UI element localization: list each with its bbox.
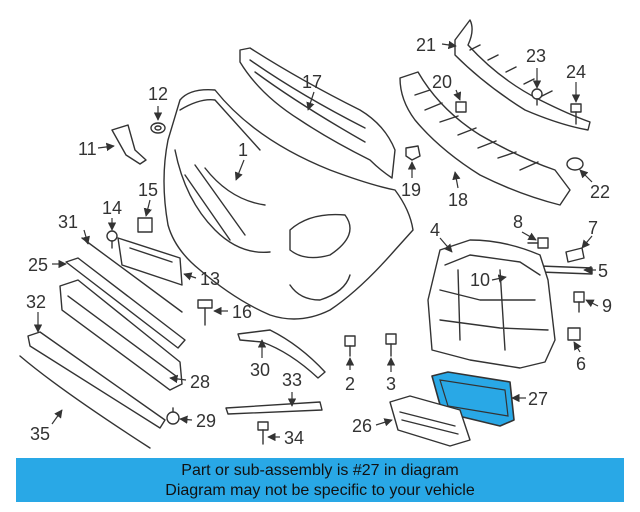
callout-4: 4: [430, 220, 440, 240]
callout-13: 13: [200, 269, 220, 289]
callout-12: 12: [148, 84, 168, 104]
callout-33: 33: [282, 370, 302, 390]
callout-28: 28: [190, 372, 210, 392]
part-31-strip: [81, 237, 183, 313]
part-2-bolt: [344, 335, 356, 357]
callout-24: 24: [566, 62, 586, 82]
leader-lines: [33, 40, 599, 442]
callout-5: 5: [598, 261, 608, 281]
part-4-bracket-assembly: [427, 239, 556, 369]
callout-2: 2: [345, 374, 355, 394]
callout-35: 35: [30, 424, 50, 444]
callout-7: 7: [588, 218, 598, 238]
callout-20: 20: [432, 72, 452, 92]
callout-16: 16: [232, 302, 252, 322]
part-28-lower-grille: [59, 279, 183, 391]
callout-1: 1: [238, 140, 248, 160]
part-16-pushpin: [197, 299, 213, 326]
callout-21: 21: [416, 35, 436, 55]
callout-17: 17: [302, 72, 322, 92]
part-26-grille: [389, 395, 471, 447]
callout-15: 15: [138, 180, 158, 200]
part-1-bumper-cover: [163, 89, 414, 320]
callout-8: 8: [513, 212, 523, 232]
banner-line-1: Part or sub-assembly is #27 in diagram: [181, 462, 459, 479]
part-34-stud: [257, 421, 269, 445]
parts-diagram: 1 2 3 4 5 6 7 8 9 10 11 12 13 14 15 16 1…: [19, 19, 612, 449]
part-24-bolt: [570, 103, 582, 125]
part-33-trim: [225, 401, 323, 415]
callout-11: 11: [78, 139, 97, 159]
part-15-plate: [137, 217, 153, 233]
part-25-grille-strip: [65, 257, 186, 349]
part-6-nut: [567, 327, 581, 341]
part-8-bolt: [527, 237, 549, 249]
callout-23: 23: [526, 46, 546, 66]
part-17-upper-bar: [239, 47, 396, 179]
callout-labels: 1 2 3 4 5 6 7 8 9 10 11 12 13 14 15 16 1…: [26, 35, 612, 448]
part-9-bolt: [573, 291, 585, 313]
callout-14: 14: [102, 198, 122, 218]
callout-18: 18: [448, 190, 468, 210]
part-14-screw: [106, 230, 118, 249]
part-29-clip: [166, 407, 180, 425]
part-20-nut: [455, 101, 467, 113]
part-19-clip: [405, 145, 421, 161]
part-22-clip: [566, 157, 584, 171]
part-30-trim: [237, 329, 326, 379]
part-7-clip: [565, 247, 585, 263]
callout-27: 27: [528, 389, 548, 409]
banner-line-2: Diagram may not be specific to your vehi…: [165, 482, 475, 499]
callout-22: 22: [590, 182, 610, 202]
callout-19: 19: [401, 180, 421, 200]
callout-3: 3: [386, 374, 396, 394]
callout-26: 26: [352, 416, 372, 436]
part-23-clip: [531, 88, 543, 106]
part-13-license-bracket: [117, 237, 183, 286]
part-12-grommet: [150, 122, 166, 134]
part-18-absorber: [399, 71, 571, 206]
callout-30: 30: [250, 360, 270, 380]
callout-29: 29: [196, 411, 216, 431]
callout-25: 25: [28, 255, 48, 275]
part-11-bracket: [111, 124, 147, 165]
callout-32: 32: [26, 292, 46, 312]
callout-6: 6: [576, 354, 586, 374]
part-35-spoiler: [19, 355, 151, 449]
info-banner: Part or sub-assembly is #27 in diagram D…: [16, 458, 624, 502]
callout-34: 34: [284, 428, 304, 448]
callout-9: 9: [602, 296, 612, 316]
callout-10: 10: [470, 270, 490, 290]
part-3-bolt: [385, 333, 397, 357]
callout-31: 31: [58, 212, 78, 232]
